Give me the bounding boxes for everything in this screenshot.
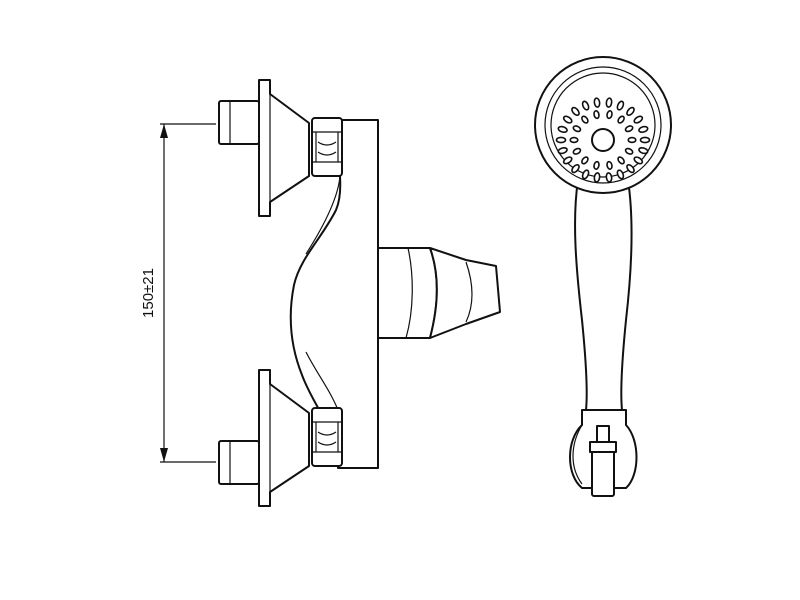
nozzle: [639, 136, 651, 144]
nozzle: [593, 160, 600, 170]
nozzle: [633, 115, 644, 124]
nozzle: [606, 110, 613, 120]
nozzle: [562, 115, 573, 124]
outlet-body: [377, 247, 438, 339]
nozzle: [581, 156, 589, 165]
nozzle: [557, 147, 568, 155]
nozzle: [571, 163, 580, 174]
top-connector: [218, 79, 343, 217]
nozzle: [572, 125, 582, 133]
nozzle: [569, 136, 579, 144]
nozzle: [617, 115, 625, 124]
nozzle: [616, 169, 625, 180]
nozzle: [562, 156, 573, 165]
outlet-nozzle: [429, 247, 501, 339]
nozzle: [633, 156, 644, 165]
bottom-inlet-pipe: [218, 440, 260, 485]
bottom-flange: [258, 369, 310, 507]
nozzle: [638, 147, 649, 155]
nozzle: [605, 97, 613, 108]
hand-shower: [534, 56, 672, 497]
hand-shower-handle: [574, 179, 633, 411]
nozzle: [555, 136, 567, 144]
nozzle: [572, 147, 582, 155]
nozzle: [617, 156, 625, 165]
dimension-annotation: 150±21: [140, 123, 216, 463]
nozzle: [557, 125, 568, 133]
dimension-arrow-bottom: [160, 448, 168, 462]
nozzle: [581, 100, 590, 111]
nozzle: [627, 136, 637, 144]
nozzle: [581, 115, 589, 124]
top-inlet-pipe: [218, 100, 260, 145]
shower-head-outer: [534, 56, 672, 194]
bracket-clip: [591, 447, 615, 497]
shower-nozzles: [555, 97, 651, 183]
nozzle: [626, 106, 635, 117]
nozzle: [593, 110, 600, 120]
nozzle: [638, 125, 649, 133]
nozzle: [593, 97, 601, 108]
body-curve-bottom: [305, 351, 339, 411]
nozzle: [624, 147, 634, 155]
nozzle: [606, 160, 613, 170]
mixer-outlet: [377, 247, 501, 339]
shower-head-rim: [544, 66, 662, 184]
nozzle: [624, 125, 634, 133]
dimension-arrow-top: [160, 124, 168, 138]
nozzle: [605, 172, 613, 183]
nozzle: [616, 100, 625, 111]
nozzle: [626, 163, 635, 174]
bottom-connector: [218, 369, 343, 507]
body-curve-top: [305, 175, 341, 255]
top-flange: [258, 79, 310, 217]
dimension-label: 150±21: [140, 268, 157, 318]
nozzle: [571, 106, 580, 117]
nozzle: [593, 172, 601, 183]
shower-head-center: [591, 128, 615, 152]
nozzle: [581, 169, 590, 180]
bracket-collar: [589, 441, 617, 453]
